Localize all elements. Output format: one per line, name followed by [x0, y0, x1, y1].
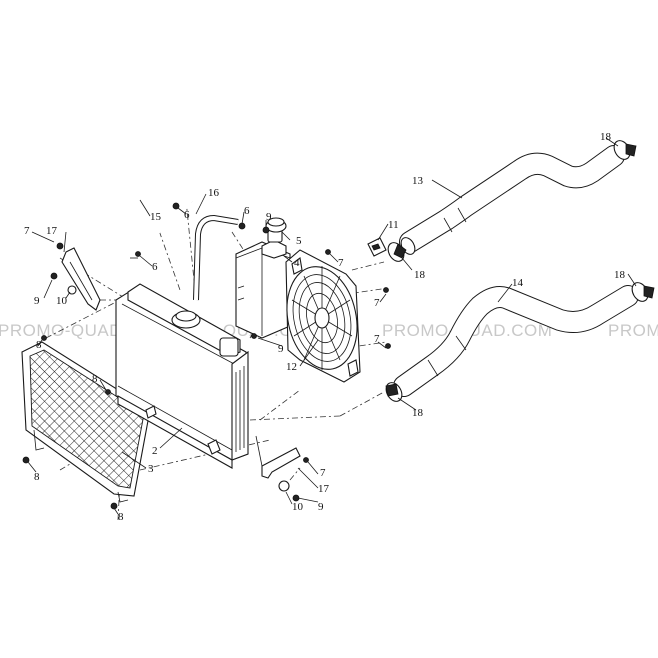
radiator	[115, 283, 249, 469]
callout-18-mid: 18	[414, 269, 426, 281]
callout-10-low: 10	[292, 501, 304, 513]
callout-10-top: 10	[56, 295, 68, 307]
callouts: 18 13 16 15 6 6 6 9 5 4 11 7 17 7 18 14 …	[24, 131, 626, 523]
callout-12: 12	[286, 361, 297, 373]
callout-14: 14	[512, 277, 524, 289]
bracket-upper	[61, 247, 101, 311]
hose-clamp-right	[631, 282, 655, 302]
callout-7-fan-mid: 7	[374, 297, 380, 309]
leader-lines	[27, 137, 637, 515]
callout-17-top: 17	[46, 225, 58, 237]
callout-9-low: 9	[318, 501, 324, 513]
cooling-fan	[285, 249, 361, 383]
bracket-lower	[255, 435, 301, 479]
callout-18-low: 18	[412, 407, 424, 419]
watermark-edge: PROMO	[608, 321, 658, 340]
lower-hose-14	[393, 285, 639, 397]
callout-18-top: 18	[600, 131, 612, 143]
callout-8-mid: 8	[92, 373, 98, 385]
callout-18-right: 18	[614, 269, 626, 281]
fasteners	[22, 202, 391, 510]
callout-13: 13	[412, 175, 424, 187]
radiator-cap	[265, 217, 287, 233]
hose-clamp-top-right	[613, 140, 637, 160]
callout-11: 11	[388, 219, 399, 231]
callout-9-top: 9	[266, 211, 272, 223]
overflow-hose-15	[129, 183, 194, 259]
hose-clamp-lower	[385, 382, 403, 402]
callout-8-bottom: 8	[118, 511, 124, 523]
overflow-hose-16	[193, 214, 239, 301]
callout-5: 5	[296, 235, 302, 247]
hose-clamp-upper-mid	[387, 242, 407, 262]
callout-6-mid: 6	[244, 205, 250, 217]
upper-hose-13	[399, 145, 625, 255]
callout-17-low: 17	[318, 483, 330, 495]
fitting-11	[367, 237, 387, 257]
hose-clamps	[385, 140, 655, 402]
callout-8-low: 8	[34, 471, 40, 483]
callout-9-left: 9	[34, 295, 40, 307]
callout-4: 4	[294, 257, 300, 269]
callout-16: 16	[208, 187, 220, 199]
callout-9-tank: 9	[278, 343, 284, 355]
radiator-screen	[21, 341, 151, 503]
callout-8-top: 8	[36, 339, 42, 351]
callout-2: 2	[152, 445, 158, 457]
callout-7-fan: 7	[338, 257, 344, 269]
callout-3: 3	[148, 463, 154, 475]
callout-7-left: 7	[24, 225, 30, 237]
callout-6-left: 6	[152, 261, 158, 273]
callout-7-low: 7	[320, 467, 326, 479]
reservoir-tank	[235, 227, 291, 339]
callout-6-top: 6	[184, 209, 190, 221]
callout-15: 15	[150, 211, 162, 223]
callout-7-fan-low: 7	[374, 333, 380, 345]
